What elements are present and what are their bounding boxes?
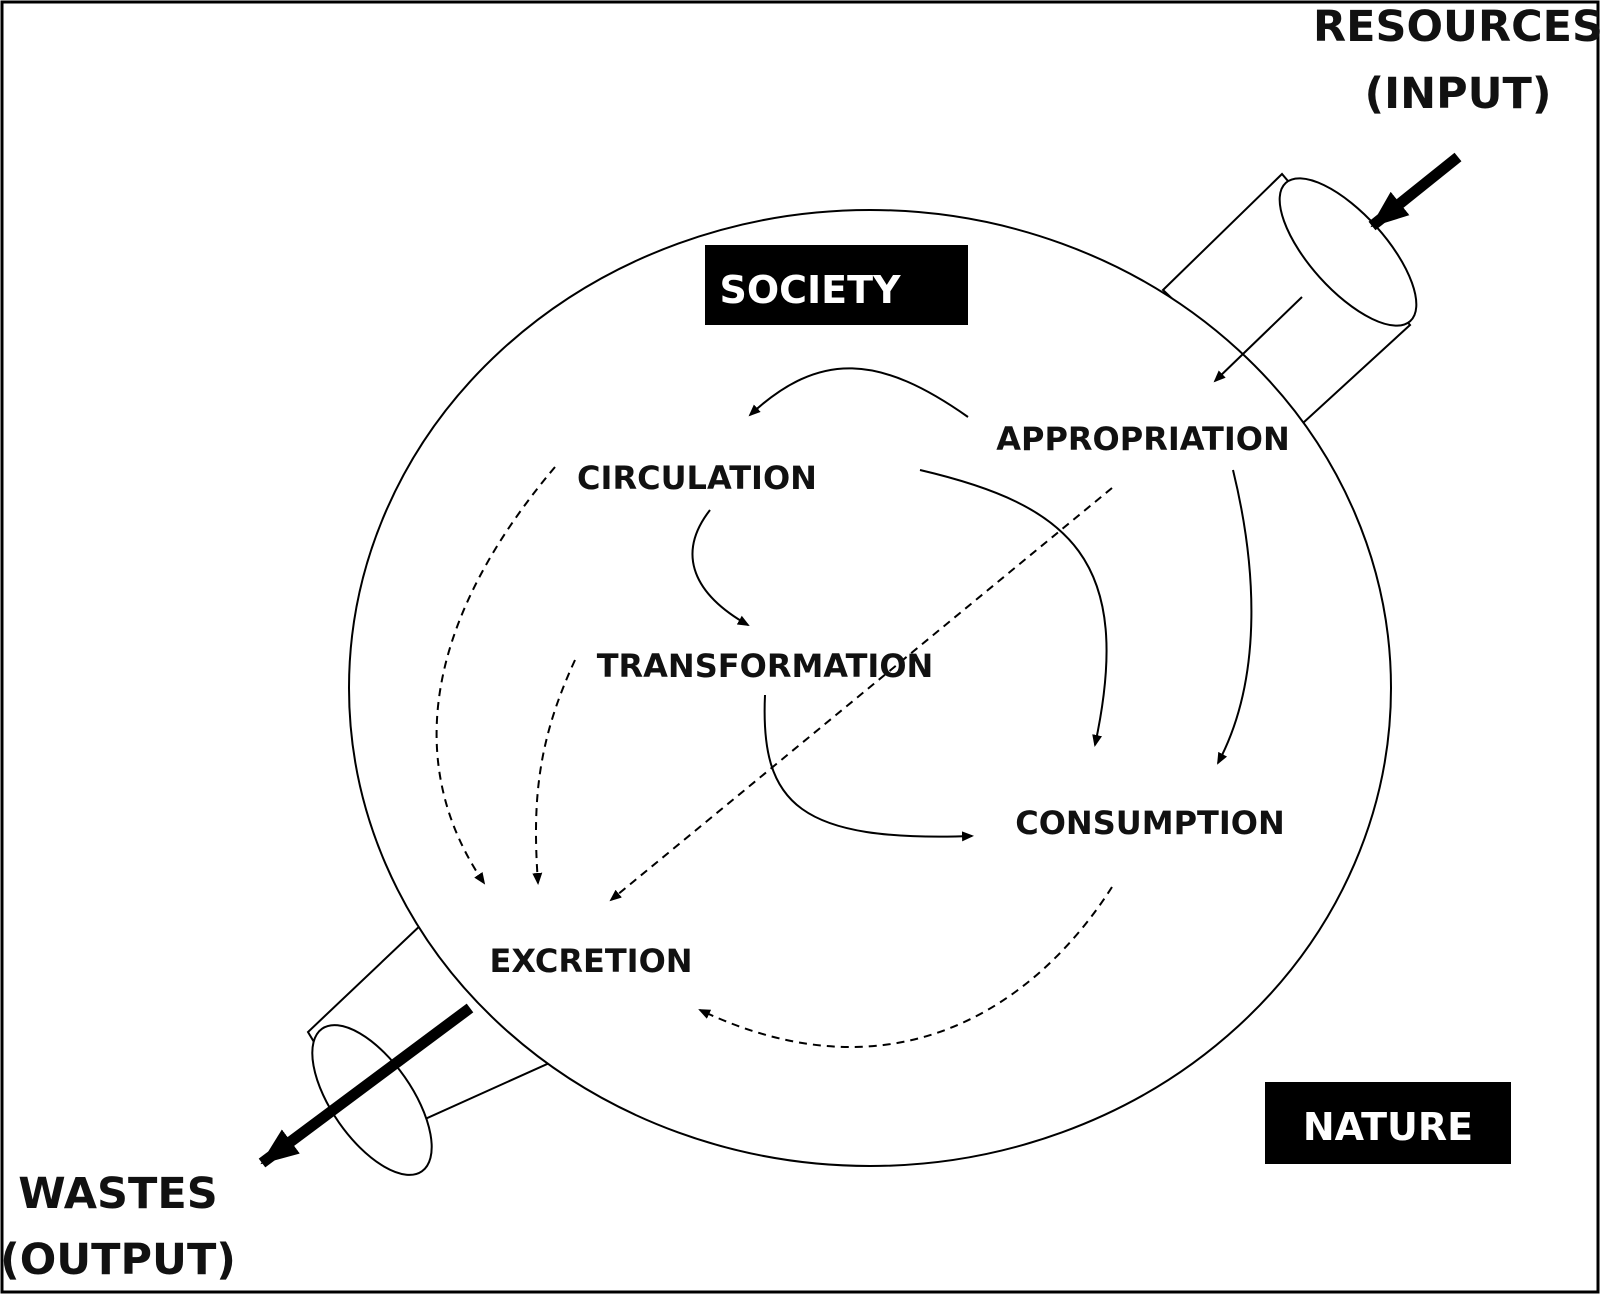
society-label-box: [705, 245, 968, 325]
nature-label: NATURE: [1303, 1105, 1473, 1149]
flow-transformation-to-excretion: [532, 659, 576, 885]
wastes-label: WASTES: [18, 1169, 217, 1219]
transformation-label: TRANSFORMATION: [597, 647, 934, 685]
flow-consumption-to-excretion: [698, 886, 1113, 1048]
resources-input-arrow: [1368, 152, 1462, 231]
flow-appropriation-to-consumption: [1217, 469, 1253, 765]
nature-label-box: [1265, 1082, 1511, 1164]
resources-label: RESOURCES: [1313, 2, 1600, 52]
flow-circulation-to-consumption: [919, 469, 1108, 747]
resources-sublabel: (INPUT): [1364, 69, 1551, 119]
flow-transformation-to-consumption: [763, 694, 974, 842]
society-label: SOCIETY: [719, 268, 901, 312]
flow-appropriation-to-excretion: [609, 487, 1113, 902]
flow-circulation-to-transformation: [691, 509, 750, 626]
circulation-label: CIRCULATION: [577, 459, 817, 497]
appropriation-label: APPROPRIATION: [996, 420, 1290, 458]
consumption-label: CONSUMPTION: [1015, 804, 1285, 842]
wastes-output-arrow: [258, 1003, 474, 1168]
flow-input-to-appropriation: [1213, 296, 1303, 383]
excretion-label: EXCRETION: [489, 942, 692, 980]
flow-circulation-to-excretion: [435, 466, 556, 885]
wastes-sublabel: (OUTPUT): [0, 1235, 236, 1285]
flow-appropriation-to-circulation: [748, 367, 969, 418]
